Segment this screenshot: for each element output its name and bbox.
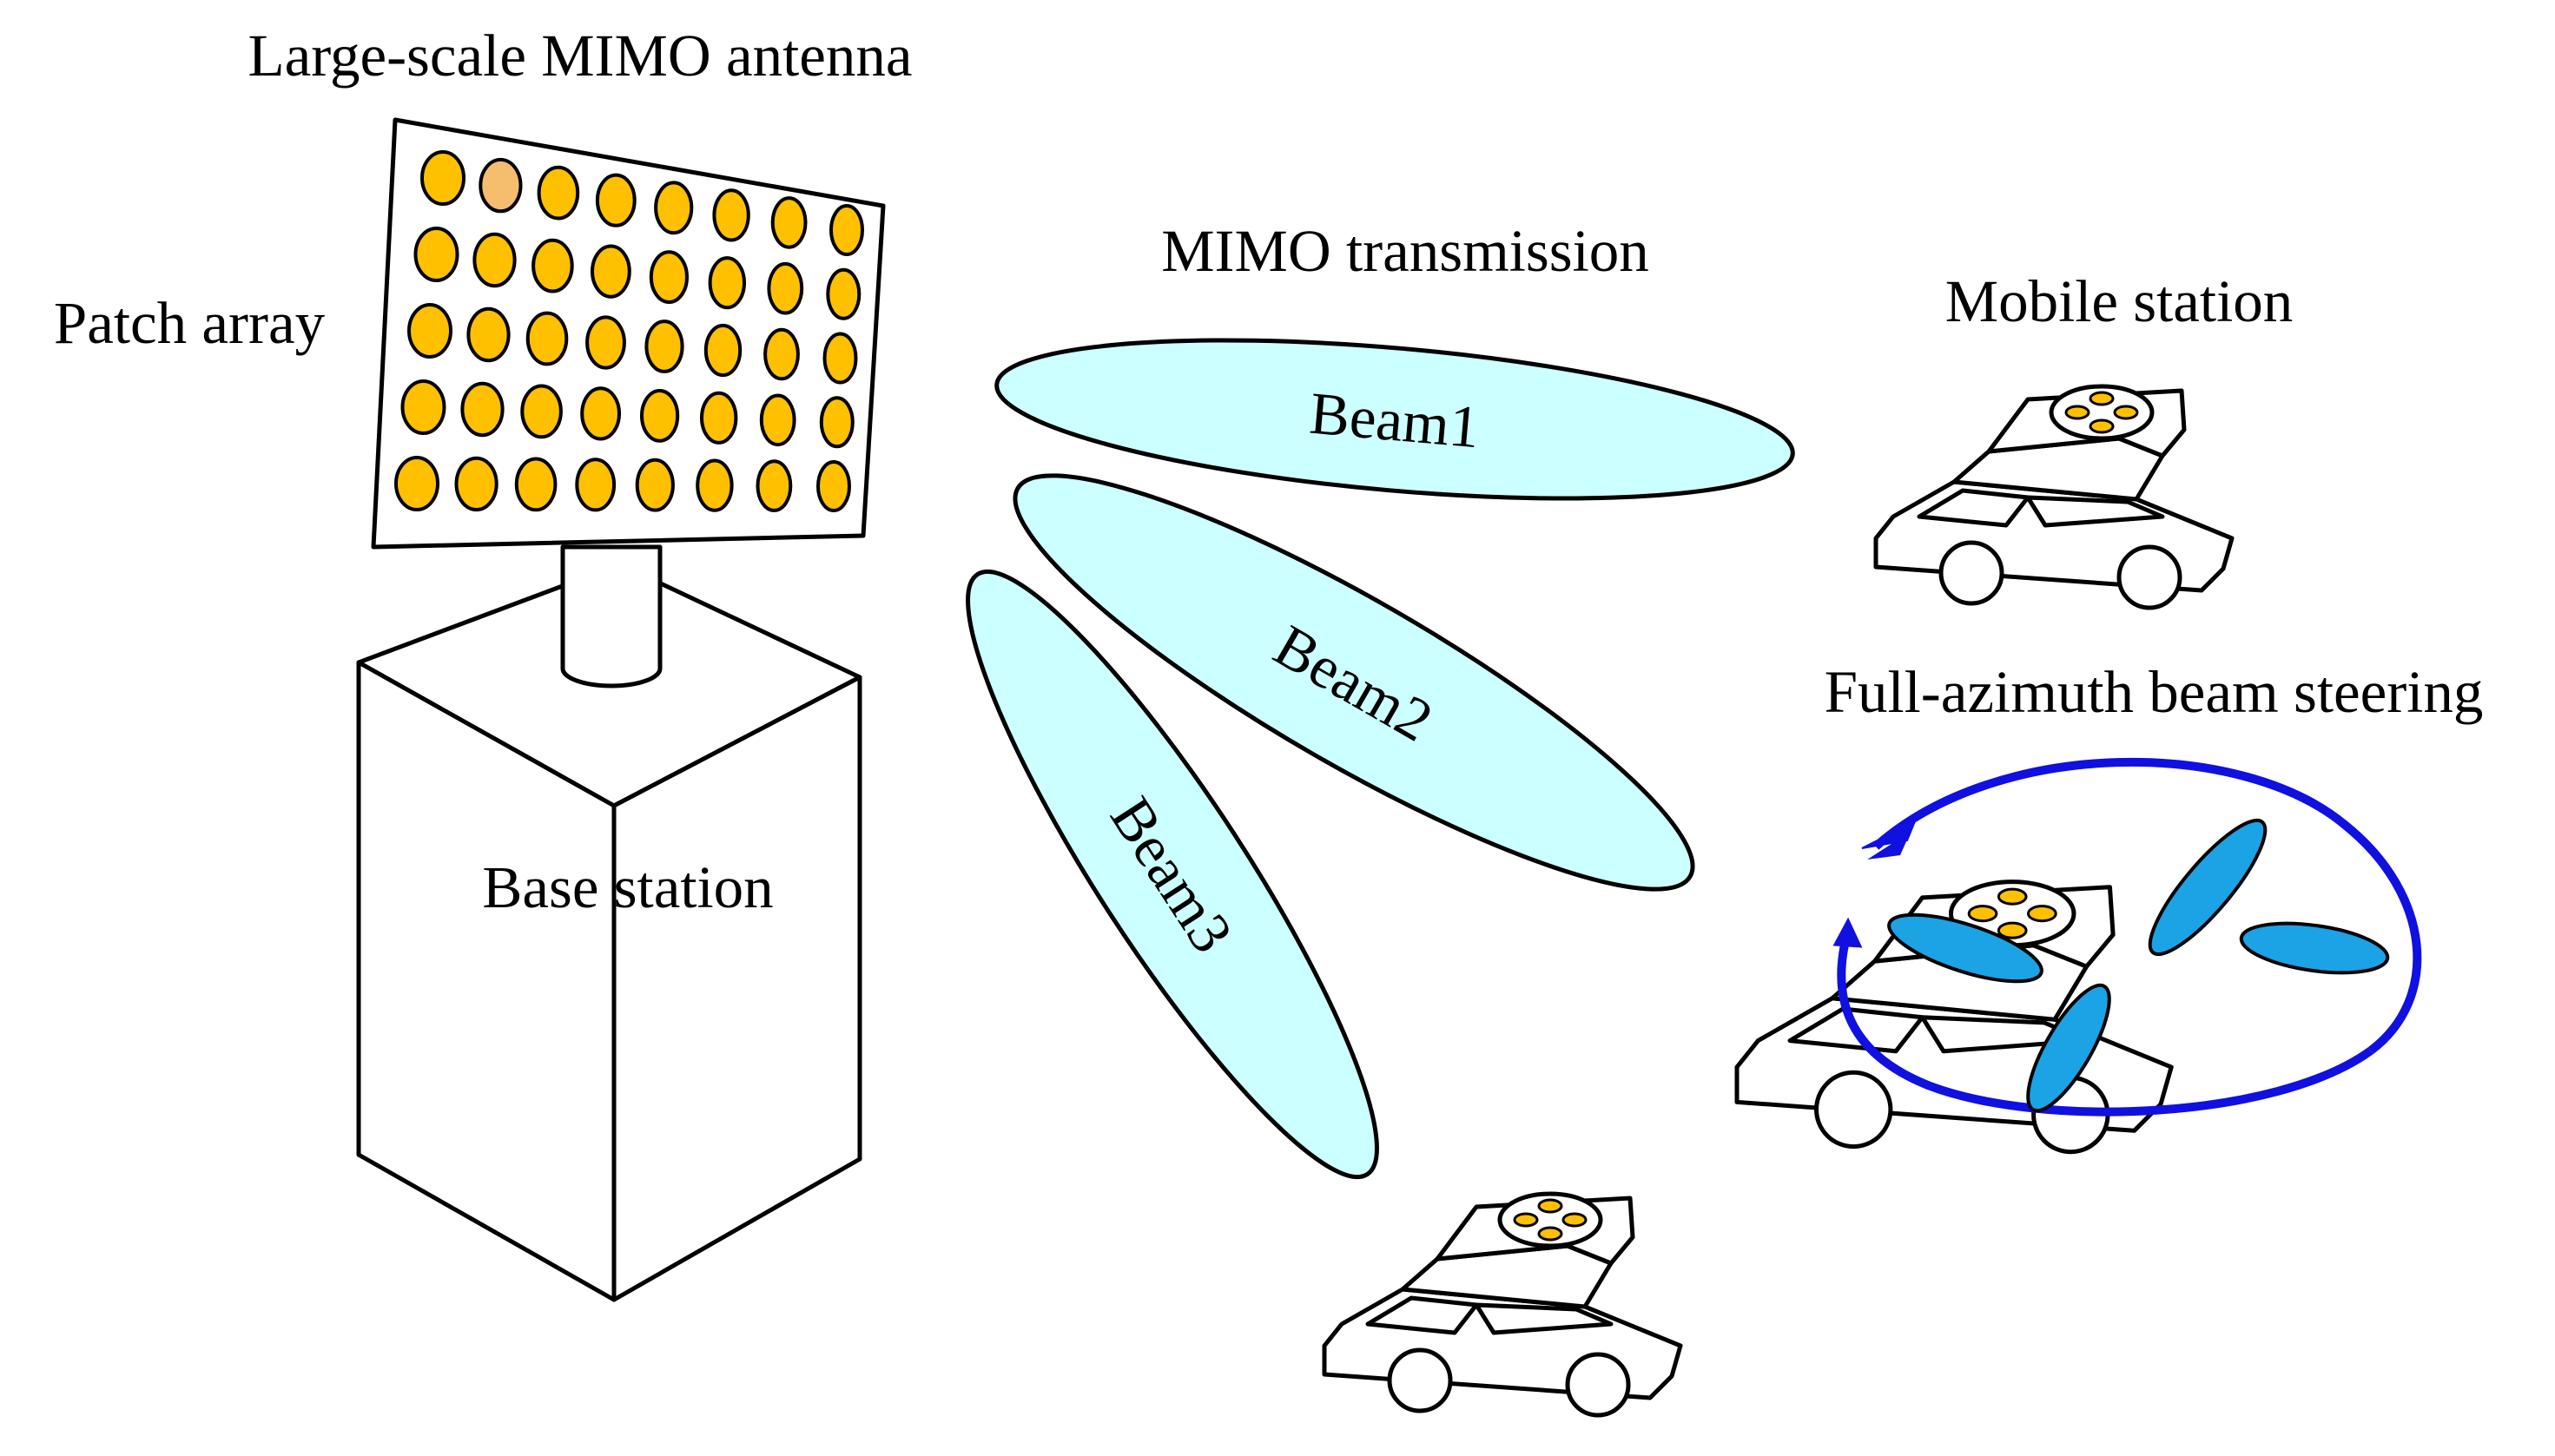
steering-arrowhead-left xyxy=(1832,917,1863,948)
patch-element xyxy=(654,181,694,235)
steer-lobe-lower xyxy=(2026,983,2111,1113)
steering-arc-front xyxy=(1837,932,2373,1117)
car-window-rear xyxy=(1474,1302,1614,1335)
patch-element xyxy=(407,303,452,359)
lower-car xyxy=(1322,1191,1683,1418)
patch-element xyxy=(537,165,580,221)
steering-arc-back xyxy=(1872,757,2422,1054)
patch-element xyxy=(819,396,855,449)
car-antenna-element xyxy=(1537,1226,1563,1242)
patch-element xyxy=(712,188,750,242)
beam-1: Beam1 xyxy=(994,338,1795,501)
patch-element xyxy=(767,261,804,315)
patch-element xyxy=(400,379,446,435)
patch-element xyxy=(759,393,796,447)
base-station-label: Base station xyxy=(482,854,773,920)
beam-3-lobe xyxy=(966,569,1379,1180)
car-window-rear xyxy=(2025,495,2165,528)
car-antenna-element xyxy=(2026,905,2057,923)
patch-element xyxy=(531,238,574,293)
beam-1-label: Beam1 xyxy=(1307,380,1482,461)
patch-element xyxy=(591,244,631,299)
car-antenna-disc xyxy=(2049,384,2155,441)
patch-element xyxy=(696,458,734,512)
car-antenna-disc xyxy=(1497,1191,1603,1248)
car-antenna-element xyxy=(1513,1212,1539,1228)
patch-element xyxy=(575,458,617,512)
beam-2-lobe xyxy=(1013,473,1695,892)
antenna-title: Large-scale MIMO antenna xyxy=(248,23,912,89)
patch-element xyxy=(649,250,690,305)
patch-element xyxy=(763,327,800,381)
patch-element xyxy=(644,320,684,373)
car-antenna-element xyxy=(2064,405,2090,420)
patch-element xyxy=(479,157,523,214)
patch-element xyxy=(514,457,558,512)
base-station: Base station xyxy=(356,544,862,1302)
patch-element xyxy=(700,391,738,445)
car-antenna-element xyxy=(2089,418,2115,434)
patch-element xyxy=(420,150,465,206)
car-antenna-element xyxy=(1997,887,2028,906)
patch-array-panel xyxy=(371,117,886,550)
patch-element xyxy=(816,460,851,512)
patch-element xyxy=(585,315,626,370)
patch-element xyxy=(822,332,858,385)
beam-1-lobe xyxy=(994,338,1795,501)
car-wheel-rear xyxy=(2116,544,2182,610)
patch-element xyxy=(413,227,459,282)
car-wheel-rear xyxy=(1565,1352,1631,1418)
car-antenna-element xyxy=(1561,1212,1588,1228)
car-antenna-element xyxy=(1997,921,2028,939)
steering-car xyxy=(1734,757,2422,1155)
beam-2: Beam2 xyxy=(1013,473,1695,892)
patch-array-label: Patch array xyxy=(54,290,326,356)
steer-lobe-upper xyxy=(2148,818,2268,957)
patch-elements xyxy=(394,150,864,512)
patch-element xyxy=(635,458,675,512)
beam-steering-label: Full-azimuth beam steering xyxy=(1825,659,2484,725)
patch-element xyxy=(829,204,864,256)
patch-element xyxy=(580,386,621,441)
patch-element xyxy=(595,173,637,227)
car-antenna-element xyxy=(2089,391,2115,406)
patch-element xyxy=(472,232,517,288)
patch-element xyxy=(826,267,862,320)
patch-element xyxy=(703,323,743,378)
patch-element xyxy=(394,456,439,511)
beam-3: Beam3 xyxy=(966,569,1379,1180)
car-antenna-element xyxy=(1967,905,1998,923)
patch-element xyxy=(640,389,680,443)
mimo-transmission-label: MIMO transmission xyxy=(1161,218,1649,284)
patch-element xyxy=(520,384,563,439)
steer-lobe-left xyxy=(1887,912,2043,984)
car-wheel-front xyxy=(1813,1070,1893,1150)
patch-element xyxy=(756,459,793,512)
car-antenna-element xyxy=(1537,1198,1563,1214)
car-antenna-element xyxy=(2113,405,2139,420)
steer-lobe-right xyxy=(2239,921,2390,975)
patch-element xyxy=(770,196,808,249)
mobile-station-car xyxy=(1873,384,2235,610)
patch-element xyxy=(460,381,505,438)
car-wheel-front xyxy=(1387,1347,1453,1413)
patch-element xyxy=(708,256,746,310)
patch-element xyxy=(525,311,569,366)
mimo-beams: Beam1 Beam2 Beam3 xyxy=(966,338,1795,1180)
patch-element xyxy=(454,456,498,512)
car-wheel-front xyxy=(1938,540,2004,606)
mobile-station-label: Mobile station xyxy=(1945,268,2294,334)
patch-element xyxy=(466,306,511,363)
